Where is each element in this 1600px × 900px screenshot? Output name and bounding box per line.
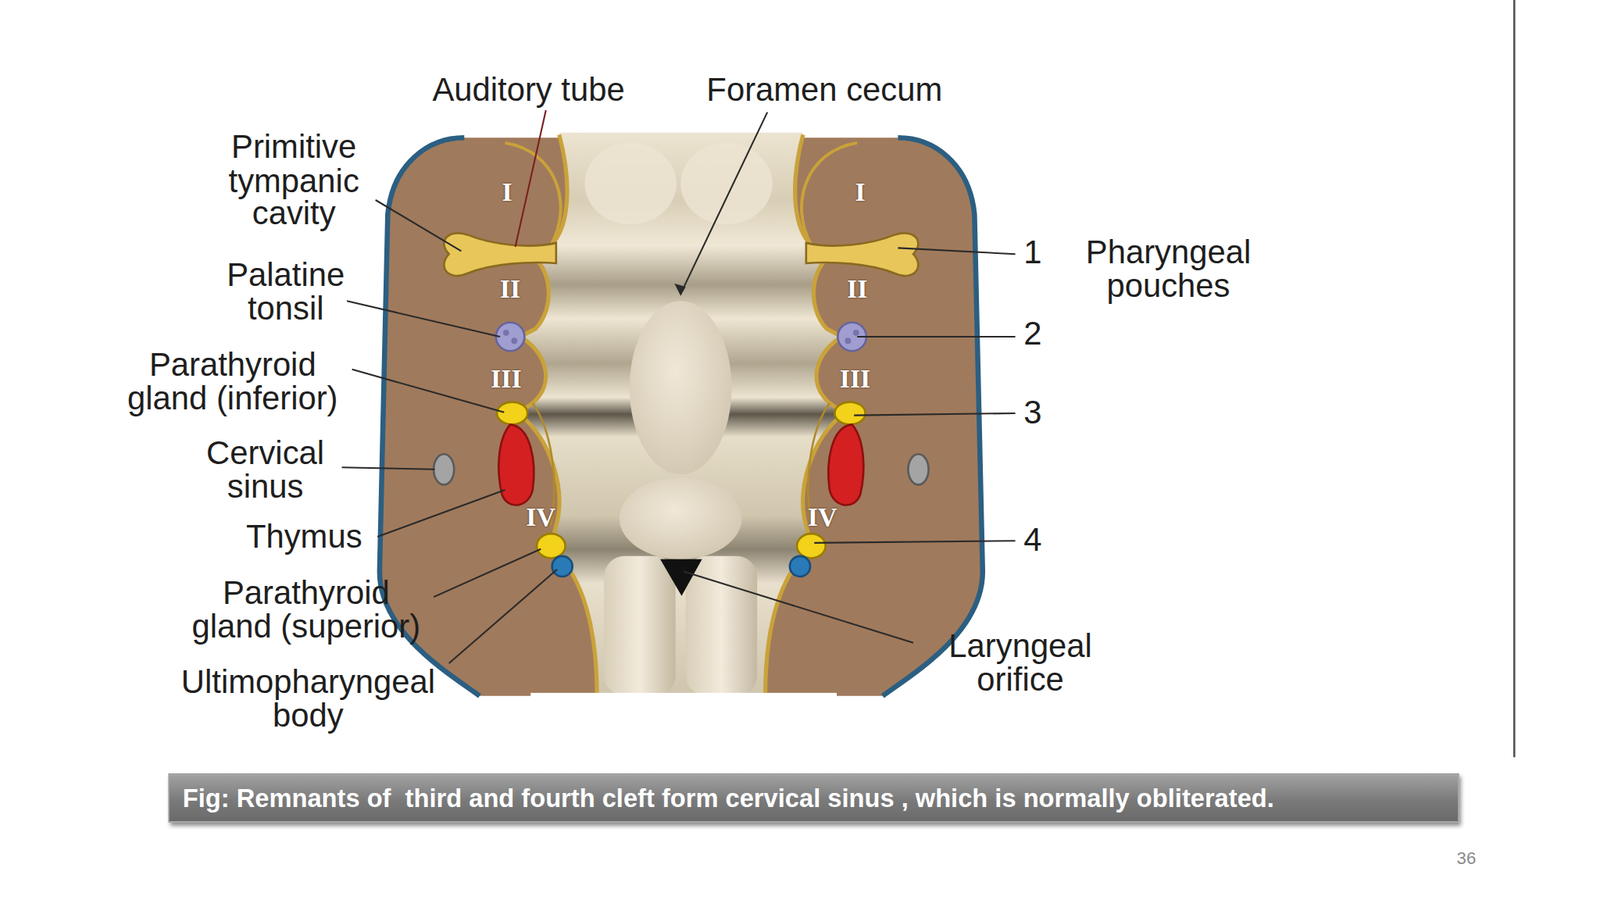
leader-line: [680, 112, 768, 294]
leader-line: [346, 300, 500, 337]
arch-numeral: III: [826, 366, 884, 393]
part-label: Cervical sinus: [196, 436, 334, 504]
pouch-number: 2: [1017, 317, 1048, 351]
epiglottic-swelling: [619, 477, 743, 559]
part-label: Pharyngeal pouches: [1050, 235, 1286, 303]
part-label: Primitive tympanic cavity: [204, 130, 384, 231]
leader-line: [814, 540, 1015, 543]
arrowhead: [674, 283, 686, 297]
part-label: Parathyroid gland (inferior): [114, 347, 351, 415]
copula: [629, 300, 733, 475]
pouch-number: 3: [1017, 396, 1048, 430]
part-label: Parathyroid gland (superior): [183, 576, 429, 643]
bottom-cut: [530, 692, 837, 706]
leader-line: [897, 247, 1015, 254]
leader-line: [683, 571, 914, 643]
part-label: Palatine tonsil: [209, 257, 363, 325]
tongue-bud: [584, 142, 677, 225]
arch-numeral: I: [486, 179, 528, 207]
leader-line: [515, 110, 547, 247]
leader-line: [352, 369, 505, 413]
laryngeal-orifice: [660, 559, 703, 597]
part-label: Laryngeal orifice: [918, 629, 1123, 697]
arch-numeral: II: [484, 276, 536, 304]
figure-caption: Fig: Remnants of third and fourth cleft …: [182, 774, 1275, 822]
part-label: Thymus: [232, 520, 376, 554]
leader-line: [853, 413, 1015, 416]
leader-line: [433, 549, 541, 597]
leader-line: [342, 467, 436, 470]
page-number: 36: [1446, 850, 1487, 868]
arch-numeral: IV: [796, 503, 848, 531]
leader-line: [377, 489, 505, 537]
arch-numeral: III: [477, 366, 535, 393]
arytenoid-swelling: [685, 556, 758, 697]
arch-numeral: I: [839, 179, 881, 207]
pouch-number: 4: [1017, 523, 1048, 558]
part-label: Foramen cecum: [671, 73, 978, 108]
leader-line: [857, 335, 1015, 338]
slide-border: [1513, 0, 1516, 758]
arch-numeral: IV: [515, 503, 567, 531]
part-label: Auditory tube: [396, 73, 662, 108]
leader-lines: [342, 110, 1016, 664]
arch-numeral: II: [831, 276, 883, 304]
part-label: Ultimopharyngeal body: [144, 665, 472, 733]
tongue-bud: [680, 142, 773, 225]
caption-band: Fig: Remnants of third and fourth cleft …: [168, 773, 1460, 823]
leader-line: [449, 569, 558, 664]
leader-line: [375, 200, 462, 251]
arytenoid-swelling: [603, 556, 675, 697]
pouch-number: 1: [1017, 235, 1048, 270]
